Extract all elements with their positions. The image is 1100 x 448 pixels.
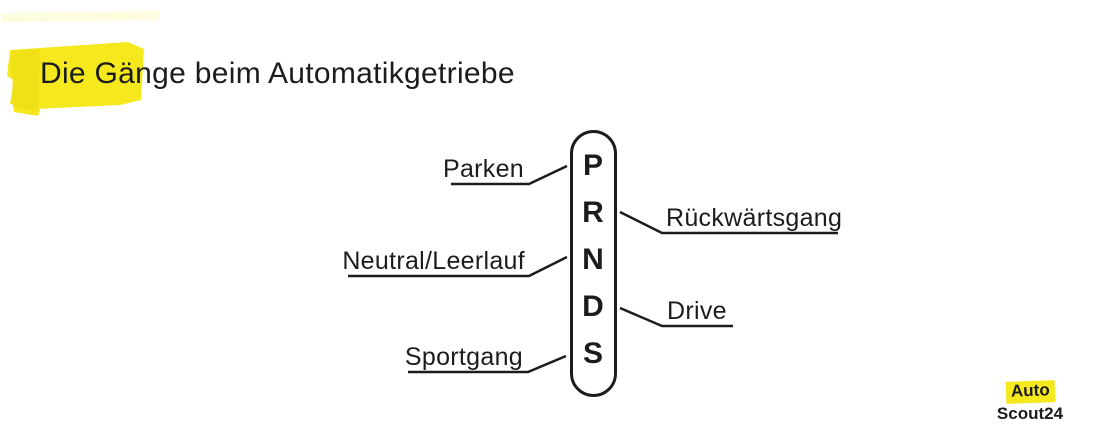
label-sportgang: Sportgang xyxy=(405,343,523,371)
title-highlight-stroke xyxy=(7,42,144,109)
gear-letter-n: N xyxy=(582,243,604,276)
logo-auto-highlight: Auto xyxy=(1005,380,1055,404)
page-title: Die Gänge beim Automatikgetriebe xyxy=(40,57,515,90)
label-neutral: Neutral/Leerlauf xyxy=(342,247,525,275)
connector-neutral xyxy=(348,255,568,278)
gear-letter-d: D xyxy=(582,290,604,323)
label-parken: Parken xyxy=(443,155,524,183)
logo-auto-text: Auto xyxy=(1010,380,1050,401)
gear-lever-pill xyxy=(570,130,617,397)
gear-letter-s: S xyxy=(583,337,603,370)
connector-sportgang xyxy=(408,354,567,374)
autoscout24-logo: Auto Scout24 xyxy=(990,380,1070,424)
connector-parken xyxy=(451,164,568,186)
connector-drive xyxy=(619,306,733,328)
title-highlight xyxy=(7,42,144,116)
label-rueckwaertsgang: Rückwärtsgang xyxy=(666,204,842,232)
gear-letter-p: P xyxy=(583,149,603,182)
highlight-smear xyxy=(0,11,160,22)
label-drive: Drive xyxy=(667,297,727,325)
connector-rueckwaertsgang xyxy=(619,210,838,235)
logo-scout24-text: Scout24 xyxy=(996,404,1064,423)
gear-letter-r: R xyxy=(582,196,604,229)
title-highlight-overlap xyxy=(11,49,40,112)
